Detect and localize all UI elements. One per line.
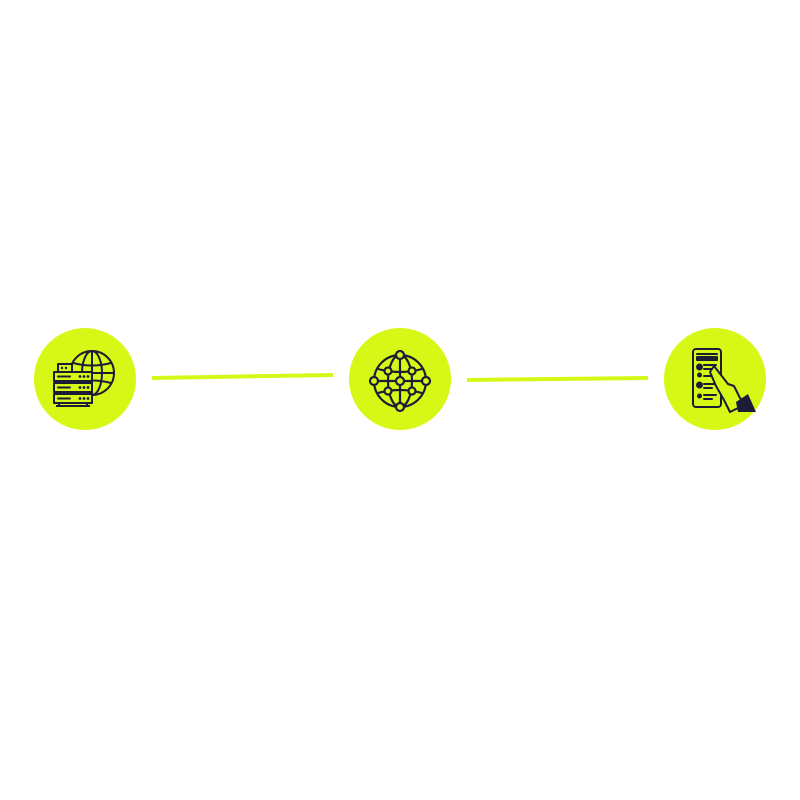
connector-server-to-network: [151, 373, 334, 380]
network-globe-icon: [368, 349, 432, 413]
connector-network-to-mobile: [466, 376, 649, 382]
mobile-tap-icon: [692, 348, 756, 413]
node-network: [349, 328, 451, 430]
server-globe-icon: [53, 350, 115, 407]
node-mobile: [664, 328, 766, 430]
node-server: [34, 328, 136, 430]
